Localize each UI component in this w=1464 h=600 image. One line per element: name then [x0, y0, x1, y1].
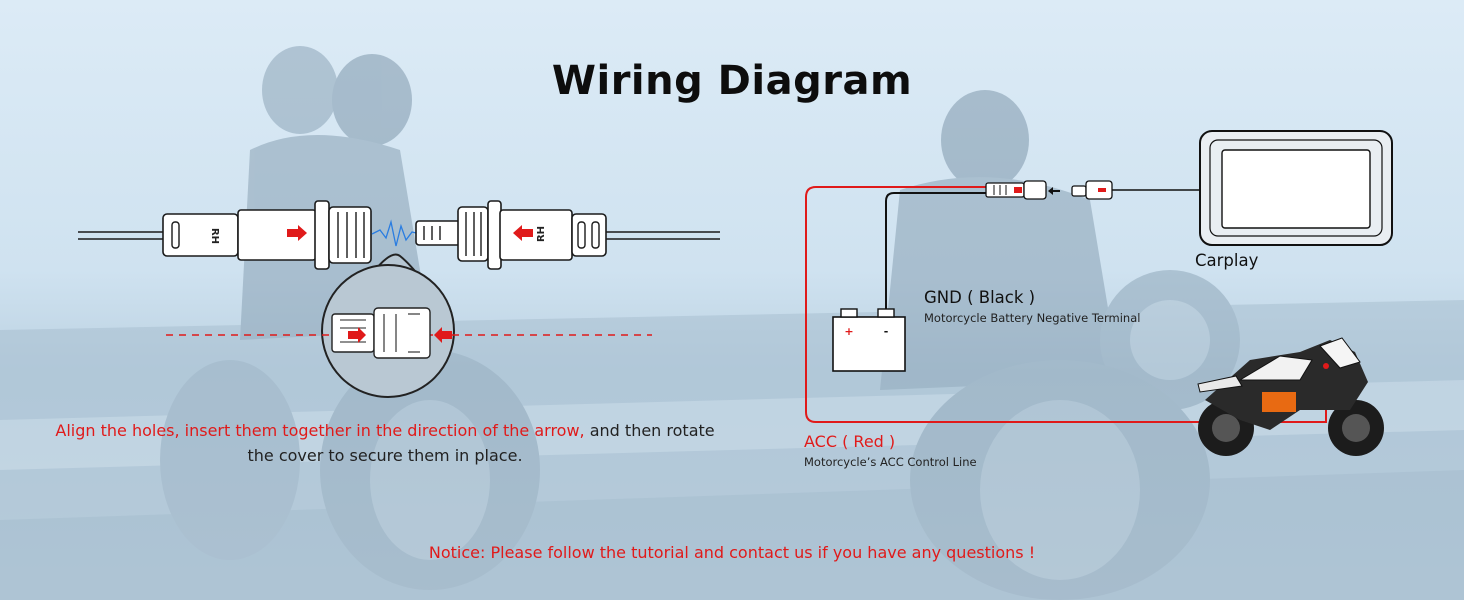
arrow-right-icon — [287, 225, 307, 241]
connector-pair: RH RH — [78, 200, 720, 270]
gnd-subtitle: Motorcycle Battery Negative Terminal — [924, 311, 1141, 325]
instruction-rest: and then rotate the cover to secure them… — [247, 421, 715, 465]
power-connector-female — [985, 180, 1047, 200]
notice-text: Notice: Please follow the tutorial and c… — [428, 543, 1036, 562]
connector-tag-left: RH — [209, 228, 220, 244]
callout-arrow-left-icon — [434, 327, 452, 343]
gnd-title: GND ( Black ) — [924, 288, 1036, 307]
instruction-text: Align the holes, insert them together in… — [40, 418, 730, 468]
motorcycle-icon — [1197, 337, 1384, 456]
background-scene — [0, 46, 1464, 600]
acc-title: ACC ( Red ) — [804, 432, 896, 451]
instruction-highlight: Align the holes, insert them together in… — [55, 421, 585, 440]
carplay-label: Carplay — [1195, 251, 1259, 270]
gnd-wire — [885, 192, 988, 314]
page-title: Wiring Diagram — [551, 58, 913, 104]
acc-subtitle: Motorcycle’s ACC Control Line — [804, 455, 977, 469]
zoom-callout — [166, 253, 652, 398]
connector-tag-right: RH — [536, 226, 547, 242]
callout-arrow-right-icon — [348, 327, 366, 343]
wiring-schematic: + - — [805, 130, 1393, 456]
acc-wire — [805, 186, 1327, 423]
arrow-left-icon — [513, 225, 533, 241]
battery-icon: + - — [832, 308, 906, 372]
small-arrow-left-icon — [1048, 187, 1060, 195]
left-plug — [162, 200, 372, 270]
battery-plus: + — [844, 325, 853, 338]
carplay-device-icon — [1199, 130, 1393, 246]
battery-minus: - — [884, 325, 889, 338]
